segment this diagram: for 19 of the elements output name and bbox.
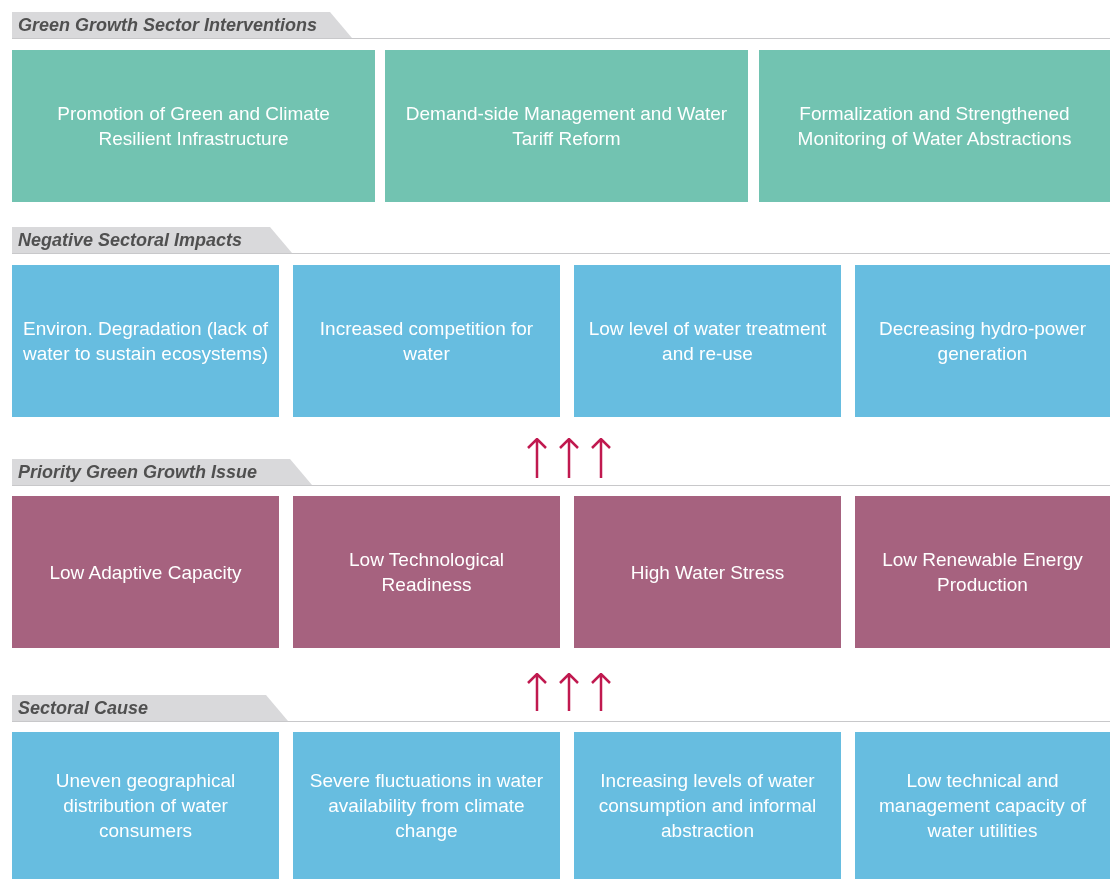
intervention-box: Demand-side Management and Water Tariff Reform [385, 50, 748, 202]
issue-box: Low Adaptive Capacity [12, 496, 279, 648]
section-tab: Priority Green Growth Issue [12, 459, 312, 485]
section-tab: Negative Sectoral Impacts [12, 227, 292, 253]
sector-box: Uneven geographical distribution of water consumers [12, 732, 279, 879]
issue-box: High Water Stress [574, 496, 841, 648]
sector-box: Severe fluctuations in water availability from climate change [293, 732, 560, 879]
sector-box: Decreasing hydro-power generation [855, 265, 1110, 417]
intervention-box: Promotion of Green and Climate Resilient Infrastructure [12, 50, 375, 202]
issue-box: Low Renewable Energy Production [855, 496, 1110, 648]
section-tab: Green Growth Sector Interventions [12, 12, 352, 38]
sector-box: Increased competition for water [293, 265, 560, 417]
sector-box: Environ. Degradation (lack of water to sustain ecosystems) [12, 265, 279, 417]
sector-box: Increasing levels of water consumption and informal abstraction [574, 732, 841, 879]
sector-box: Low level of water treatment and re-use [574, 265, 841, 417]
section-tab: Sectoral Cause [12, 695, 288, 721]
sector-box: Low technical and management capacity of water utilities [855, 732, 1110, 879]
intervention-box: Formalization and Strengthened Monitoring of Water Abstractions [759, 50, 1110, 202]
issue-box: Low Technological Readiness [293, 496, 560, 648]
